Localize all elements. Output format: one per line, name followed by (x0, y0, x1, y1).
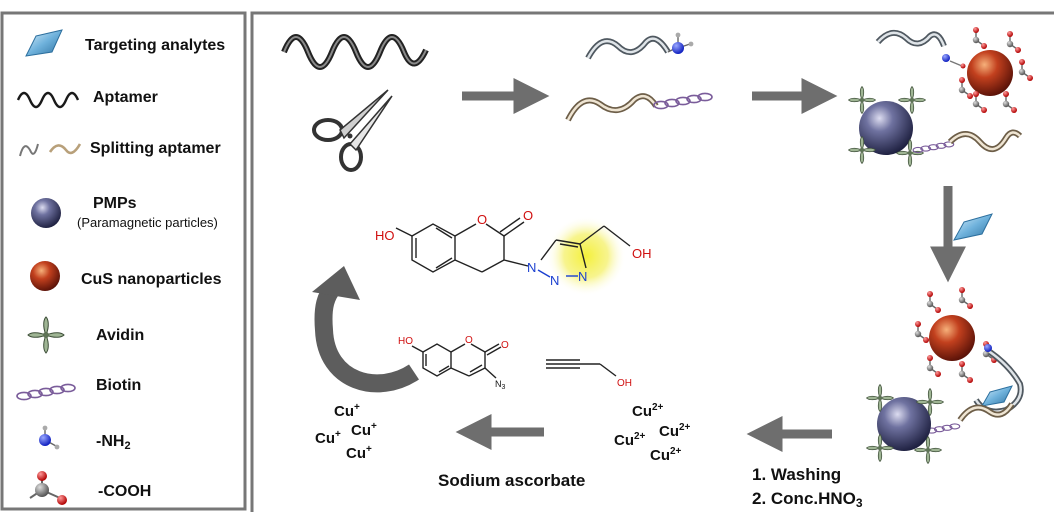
legend-label: Aptamer (93, 89, 158, 106)
analyte-diamond-icon (953, 213, 993, 241)
step-acid: 2. Conc.HNO3 (752, 489, 863, 510)
svg-text:Cu+: Cu+ (351, 421, 377, 439)
legend-label: -COOH (98, 483, 151, 500)
legend-item-split: Splitting aptamer (19, 140, 221, 157)
legend-label: PMPs (93, 195, 137, 212)
scissors-icon (312, 89, 393, 172)
carbon-atom-icon (35, 483, 49, 497)
cu1-ions: Cu+ Cu+ Cu+ Cu+ (315, 402, 377, 462)
legend-item-pmp: PMPs (Paramagnetic particles) (31, 195, 218, 230)
svg-text:O: O (523, 208, 533, 223)
split-aptamer-biotin (565, 92, 713, 122)
azido-coumarin: HO O O N3 (398, 335, 509, 391)
svg-text:Cu2+: Cu2+ (650, 446, 682, 464)
svg-text:N: N (550, 273, 559, 288)
analyte-diamond-icon (25, 29, 63, 57)
svg-text:N: N (578, 269, 587, 284)
propargyl-alcohol: OH (546, 359, 632, 389)
cus-nanoparticle (929, 315, 975, 361)
amine-group-icon (672, 42, 684, 54)
svg-text:O: O (501, 340, 509, 351)
aptamer-strand (281, 34, 429, 70)
legend-sublabel: (Paramagnetic particles) (77, 215, 218, 230)
svg-text:Cu2+: Cu2+ (659, 422, 691, 440)
pmp-sphere-icon (31, 198, 61, 228)
product-molecule: O O HO N N N OH (375, 208, 652, 296)
legend-label: Targeting analytes (85, 37, 225, 54)
svg-text:N3: N3 (495, 379, 506, 391)
legend-item-biotin: Biotin (16, 377, 141, 401)
legend-label: CuS nanoparticles (81, 271, 222, 288)
legend-item-analyte: Targeting analytes (25, 29, 225, 57)
svg-text:Cu+: Cu+ (315, 429, 341, 447)
pmp-particle (877, 397, 931, 451)
svg-text:HO: HO (375, 228, 395, 243)
split-aptamer-amine (585, 32, 694, 60)
svg-text:HO: HO (398, 336, 413, 347)
svg-text:Cu2+: Cu2+ (632, 402, 664, 420)
legend-label: Splitting aptamer (90, 140, 221, 157)
legend-item-cooh: -COOH (29, 471, 151, 505)
legend-label: -NH2 (96, 433, 131, 452)
svg-text:Cu+: Cu+ (334, 402, 360, 420)
oxygen-atom-icon (37, 471, 47, 481)
legend-item-cus: CuS nanoparticles (30, 261, 222, 291)
legend-item-nh2: -NH2 (39, 425, 131, 452)
aptamer-wave-icon (16, 91, 80, 109)
svg-text:Cu2+: Cu2+ (614, 431, 646, 449)
svg-text:OH: OH (617, 378, 632, 389)
sandwich-complex (866, 286, 1024, 464)
cus-aptamer-conjugate (875, 26, 1034, 114)
legend-label: Biotin (96, 377, 141, 394)
legend-item-aptamer: Aptamer (16, 89, 158, 109)
svg-text:O: O (465, 335, 473, 346)
svg-text:OH: OH (632, 246, 652, 261)
svg-text:O: O (477, 212, 487, 227)
cu2-ions: Cu2+ Cu2+ Cu2+ Cu2+ (614, 402, 691, 464)
svg-text:N: N (527, 260, 536, 275)
step-washing: 1. Washing (752, 465, 841, 484)
curved-arrow (312, 266, 419, 393)
pmp-aptamer-conjugate (848, 86, 1023, 167)
step-reductant: Sodium ascorbate (438, 471, 585, 490)
cus-sphere-icon (30, 261, 60, 291)
split-aptamer-icon (19, 143, 39, 157)
legend-item-avidin: Avidin (27, 316, 144, 354)
split-aptamer-icon (48, 143, 82, 155)
oxygen-atom-icon (57, 495, 67, 505)
nitrogen-atom-icon (39, 434, 51, 446)
cus-nanoparticle (967, 50, 1013, 96)
pmp-particle (859, 101, 913, 155)
svg-text:Cu+: Cu+ (346, 444, 372, 462)
legend-label: Avidin (96, 327, 144, 344)
scheme-panel (250, 11, 1054, 512)
legend-panel (0, 11, 247, 511)
